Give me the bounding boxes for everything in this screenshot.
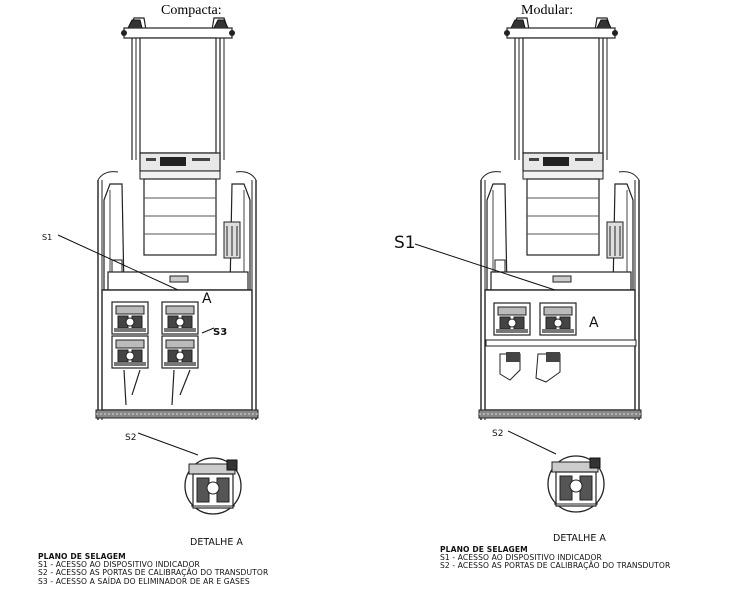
- label-s1-modular: S1: [394, 233, 416, 253]
- legend-item: S2 - ACESSO AS PORTAS DE CALIBRAÇÃO DO T…: [38, 568, 269, 578]
- modular-dispenser: [414, 17, 642, 513]
- legend-compacta: PLANO DE SELAGEM S1 - ACESSO AO DISPOSIT…: [38, 552, 269, 586]
- legend-modular: PLANO DE SELAGEM S1 - ACESSO AO DISPOSIT…: [440, 545, 671, 571]
- legend-item: S2 - ACESSO AS PORTAS DE CALIBRAÇÃO DO T…: [440, 561, 671, 571]
- detail-a-compacta: DETALHE A: [190, 537, 243, 548]
- legend-title: PLANO DE SELAGEM: [38, 552, 126, 561]
- legend-title: PLANO DE SELAGEM: [440, 545, 528, 554]
- title-modular: Modular:: [521, 3, 574, 18]
- label-a-modular: A: [589, 315, 599, 331]
- label-s3: S3: [213, 327, 227, 338]
- label-a-compacta: A: [202, 291, 212, 307]
- label-s1-compacta: S1: [42, 233, 52, 242]
- legend-item: S1 - ACESSO AO DISPOSITIVO INDICADOR: [38, 560, 200, 570]
- legend-item: S1 - ACESSO AO DISPOSITIVO INDICADOR: [440, 553, 602, 563]
- compacta-dispenser: [57, 17, 259, 515]
- title-compacta: Compacta:: [161, 3, 222, 18]
- detail-a-modular: DETALHE A: [553, 533, 606, 544]
- legend-item: S3 - ACESSO A SAÍDA DO ELIMINADOR DE AR …: [38, 576, 250, 586]
- label-s2-modular: S2: [492, 429, 503, 439]
- label-s2-compacta: S2: [125, 433, 136, 443]
